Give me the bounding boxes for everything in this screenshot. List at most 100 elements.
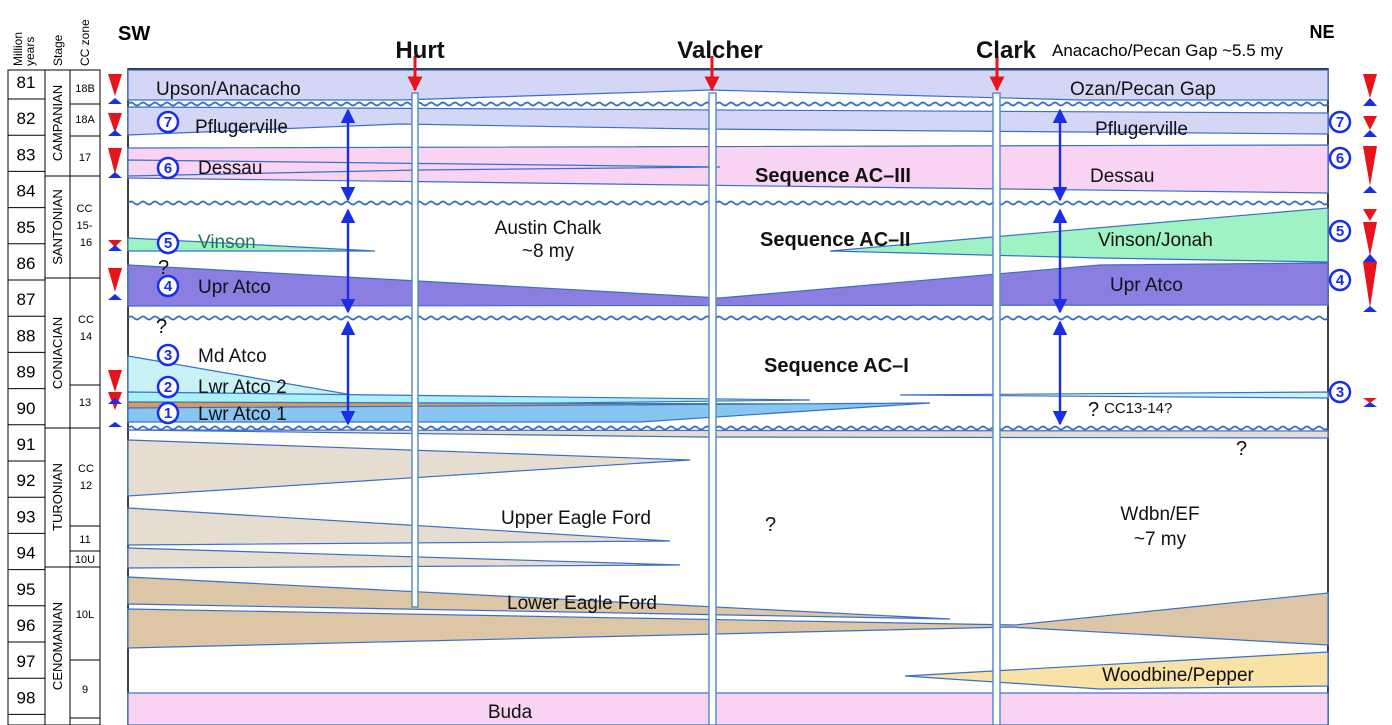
sequence-ac-i-label: Sequence AC–I	[764, 355, 909, 377]
upson-label: Upson/Anacacho	[156, 79, 301, 100]
svg-text:6: 6	[1336, 150, 1344, 167]
well-name-hurt: Hurt	[395, 37, 444, 64]
stage-cenomanian: CENOMANIAN	[50, 602, 65, 690]
zone-13: 13	[79, 397, 91, 409]
zone-10l: 10L	[76, 609, 94, 621]
age-label-98: 98	[17, 688, 36, 707]
transgressive-triangle	[108, 398, 122, 404]
question-mark-atco: ?	[156, 316, 167, 338]
zone-18a: 18A	[75, 114, 95, 126]
question-mark-center: ?	[765, 514, 776, 536]
sea-level-triangles-sw	[108, 74, 122, 427]
question-mark-clark: ?	[1088, 399, 1099, 421]
stage-column: CAMPANIAN SANTONIAN CONIACIAN TURONIAN C…	[45, 70, 70, 725]
age-label-85: 85	[17, 218, 36, 237]
question-mark-turonian: ?	[1236, 438, 1247, 460]
sequence-ac-iii-label: Sequence AC–III	[755, 165, 911, 187]
svg-text:7: 7	[1336, 114, 1344, 131]
dessau-ne-label: Dessau	[1090, 166, 1154, 187]
transgressive-triangle	[1363, 306, 1377, 312]
lwr-atco2-label: Lwr Atco 2	[198, 377, 287, 398]
zone-18b: 18B	[75, 83, 95, 95]
svg-text:2: 2	[164, 379, 172, 396]
transgressive-triangle	[1363, 254, 1377, 262]
age-label-81: 81	[17, 73, 36, 92]
upr-atco-ne-label: Upr Atco	[1110, 275, 1183, 296]
regressive-triangle	[1363, 222, 1377, 256]
zone-cc15-16-line: CC	[77, 203, 93, 215]
zone-9: 9	[82, 684, 88, 696]
svg-text:4: 4	[164, 278, 173, 295]
lower-ef-label: Lower Eagle Ford	[507, 593, 657, 614]
austin-chalk-label: Austin Chalk	[495, 218, 602, 239]
regressive-triangle	[108, 370, 122, 392]
transgressive-triangle	[108, 130, 122, 136]
age-label-96: 96	[17, 616, 36, 635]
regressive-triangle	[108, 268, 122, 292]
age-label-94: 94	[17, 544, 36, 563]
transgressive-triangle	[108, 245, 122, 251]
svg-text:3: 3	[164, 347, 172, 364]
transgressive-triangle	[108, 172, 122, 178]
well-pipe-valcher	[709, 93, 716, 725]
regressive-triangle	[1363, 209, 1377, 221]
unconformity-coniacian	[128, 317, 1328, 320]
stage-coniacian: CONIACIAN	[50, 317, 65, 389]
zone-11: 11	[79, 534, 90, 546]
ne-markers: 7 6 5 4 3	[1330, 112, 1350, 402]
million-years-header: Millionyears	[11, 32, 37, 66]
transgressive-triangle	[1363, 186, 1377, 193]
buda-body	[128, 693, 1328, 725]
vinson-label: Vinson	[198, 232, 256, 253]
stage-santonian: SANTONIAN	[50, 189, 65, 265]
svg-text:6: 6	[164, 160, 172, 177]
pflugerville-ne-label: Pflugerville	[1095, 119, 1188, 140]
stage-header: Stage	[51, 34, 65, 66]
svg-text:5: 5	[164, 235, 172, 252]
buda-label: Buda	[488, 702, 533, 723]
well-pipe-clark	[993, 93, 1000, 725]
svg-text:1: 1	[164, 405, 172, 422]
age-label-90: 90	[17, 399, 36, 418]
age-label-86: 86	[17, 254, 36, 273]
transgressive-triangle	[108, 98, 122, 104]
cross-section: Upson/Anacacho Ozan/Pecan Gap Pflugervil…	[128, 56, 1328, 725]
age-label-95: 95	[17, 580, 36, 599]
woodbine-label: Woodbine/Pepper	[1102, 665, 1254, 686]
age-label-92: 92	[17, 471, 36, 490]
cc-zone-header: CC zone	[78, 19, 92, 66]
wdbn-age: ~7 my	[1134, 529, 1187, 550]
age-label-91: 91	[17, 435, 36, 454]
md-atco-label: Md Atco	[198, 346, 267, 367]
unconformity-turonian	[128, 427, 1328, 430]
regressive-triangle	[1363, 116, 1377, 130]
lwr-atco1-label: Lwr Atco 1	[198, 404, 287, 425]
vinson-ne-label: Vinson/Jonah	[1098, 230, 1213, 251]
age-label-83: 83	[17, 145, 36, 164]
ne-label: NE	[1309, 22, 1334, 42]
stage-campanian: CAMPANIAN	[50, 85, 65, 161]
regressive-triangle	[108, 148, 122, 174]
svg-text:4: 4	[1336, 272, 1345, 289]
well-name-clark: Clark	[976, 37, 1037, 64]
austin-chalk-age: ~8 my	[522, 241, 575, 262]
zone-17: 17	[79, 152, 91, 164]
cc13-14-label: CC13-14?	[1104, 400, 1172, 417]
age-label-87: 87	[17, 290, 36, 309]
ne-note: Anacacho/Pecan Gap ~5.5 my	[1052, 41, 1284, 60]
svg-text:5: 5	[1336, 223, 1344, 240]
sequence-ac-ii-label: Sequence AC–II	[760, 229, 910, 251]
age-label-89: 89	[17, 363, 36, 382]
well-name-valcher: Valcher	[677, 37, 762, 64]
regressive-triangle	[108, 74, 122, 96]
pflugerville-sw-label: Pflugerville	[195, 117, 288, 138]
transgressive-triangle	[1363, 130, 1377, 137]
age-label-82: 82	[17, 109, 36, 128]
well-pipe-hurt	[412, 93, 418, 607]
transgressive-triangle	[1363, 98, 1377, 106]
zone-10u: 10U	[75, 554, 95, 566]
age-label-88: 88	[17, 326, 36, 345]
upper-ef-label: Upper Eagle Ford	[501, 508, 651, 529]
